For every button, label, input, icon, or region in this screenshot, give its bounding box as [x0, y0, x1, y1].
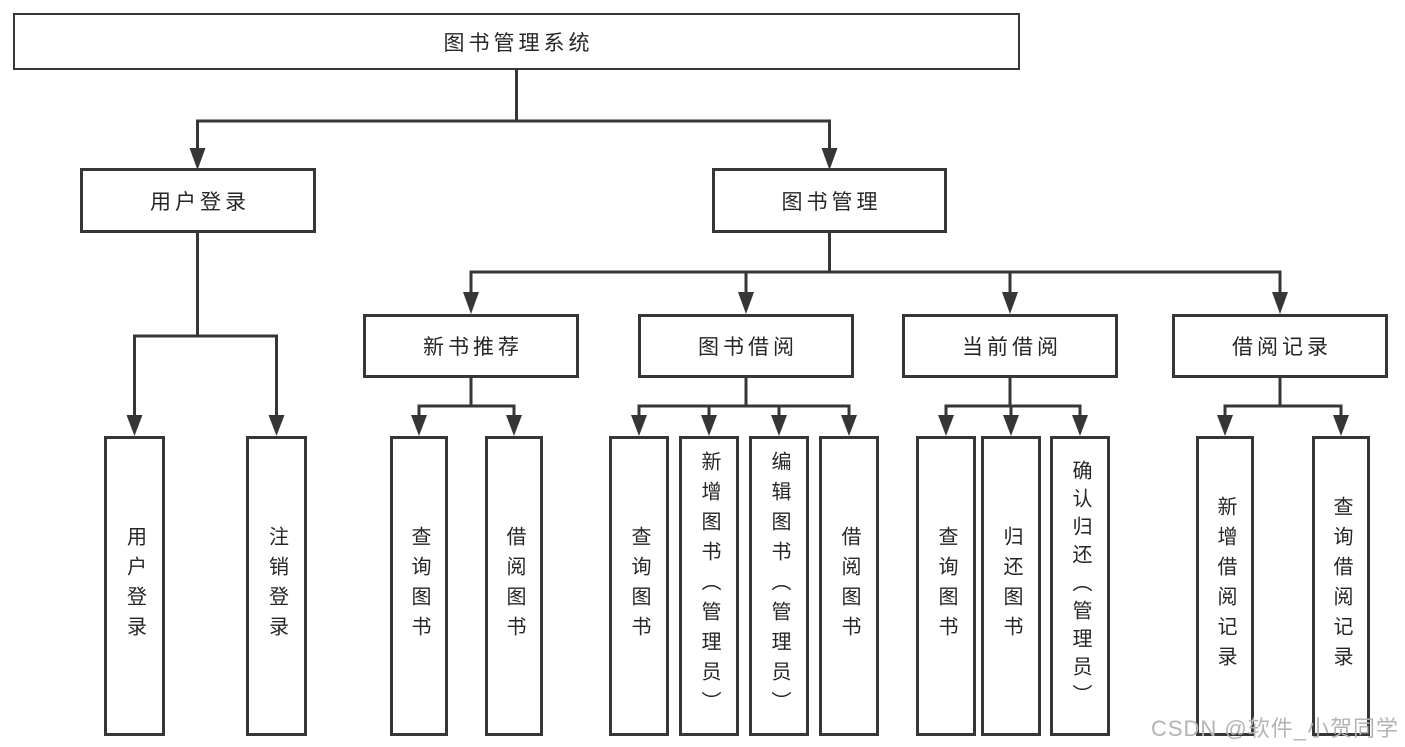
node-new-book-recommend: 新书推荐 [363, 314, 579, 378]
node-borrowing-records-label: 借阅记录 [1232, 336, 1332, 359]
node-borrowing-records: 借阅记录 [1172, 314, 1388, 378]
node-leaf-confirm-return-admin-label: 确认归还（管理员） [1069, 460, 1091, 712]
connector-book-borrow-to-children [637, 376, 851, 419]
node-current-borrowing: 当前借阅 [902, 314, 1118, 378]
node-book-management-label: 图书管理 [781, 190, 882, 214]
node-leaf-query-borrow-record: 查询借阅记录 [1312, 436, 1370, 736]
node-leaf-query-books-3: 查询图书 [916, 436, 976, 736]
node-library-management-system: 图书管理系统 [13, 13, 1020, 70]
node-user-login: 用户登录 [80, 168, 316, 233]
node-leaf-query-borrow-record-label: 查询借阅记录 [1330, 496, 1352, 676]
node-leaf-borrow-books-1: 借阅图书 [485, 436, 543, 736]
node-leaf-logout-label: 注销登录 [265, 526, 288, 646]
node-leaf-query-books-3-label: 查询图书 [935, 526, 957, 646]
node-leaf-borrow-books-2-label: 借阅图书 [838, 526, 860, 646]
node-leaf-add-borrow-record: 新增借阅记录 [1196, 436, 1254, 736]
connector-user-login-to-children [133, 231, 278, 419]
node-leaf-add-books-admin: 新增图书（管理员） [679, 436, 739, 736]
node-leaf-query-books-1-label: 查询图书 [408, 526, 430, 646]
node-book-borrowing: 图书借阅 [638, 314, 854, 378]
node-leaf-user-login-label: 用户登录 [123, 526, 146, 646]
node-leaf-borrow-books-1-label: 借阅图书 [503, 526, 525, 646]
csdn-watermark: CSDN @软件_小贺同学 [1150, 716, 1399, 741]
node-leaf-user-login: 用户登录 [104, 436, 165, 736]
node-leaf-edit-books-admin: 编辑图书（管理员） [749, 436, 809, 736]
node-leaf-return-books: 归还图书 [981, 436, 1041, 736]
node-leaf-add-borrow-record-label: 新增借阅记录 [1214, 496, 1236, 676]
connector-borrow-record-to-children [1223, 376, 1343, 419]
node-leaf-edit-books-admin-label: 编辑图书（管理员） [768, 451, 790, 721]
node-library-management-system-label: 图书管理系统 [443, 31, 594, 55]
node-book-management: 图书管理 [712, 168, 947, 233]
connector-book-mgmt-to-level3 [469, 231, 1282, 296]
node-leaf-borrow-books-2: 借阅图书 [819, 436, 879, 736]
connector-root-to-level2 [196, 68, 831, 152]
node-new-book-recommend-label: 新书推荐 [423, 336, 523, 359]
node-book-borrowing-label: 图书借阅 [698, 336, 798, 359]
node-leaf-return-books-label: 归还图书 [1000, 526, 1022, 646]
node-leaf-query-books-2-label: 查询图书 [628, 526, 650, 646]
node-leaf-confirm-return-admin: 确认归还（管理员） [1050, 436, 1110, 736]
node-leaf-add-books-admin-label: 新增图书（管理员） [698, 451, 720, 721]
connector-current-borrow-to-children [944, 376, 1082, 419]
node-leaf-query-books-1: 查询图书 [390, 436, 448, 736]
node-current-borrowing-label: 当前借阅 [962, 336, 1062, 359]
connector-new-book-rec-to-children [417, 376, 516, 419]
node-leaf-logout: 注销登录 [246, 436, 307, 736]
node-leaf-query-books-2: 查询图书 [609, 436, 669, 736]
node-user-login-label: 用户登录 [150, 190, 250, 214]
